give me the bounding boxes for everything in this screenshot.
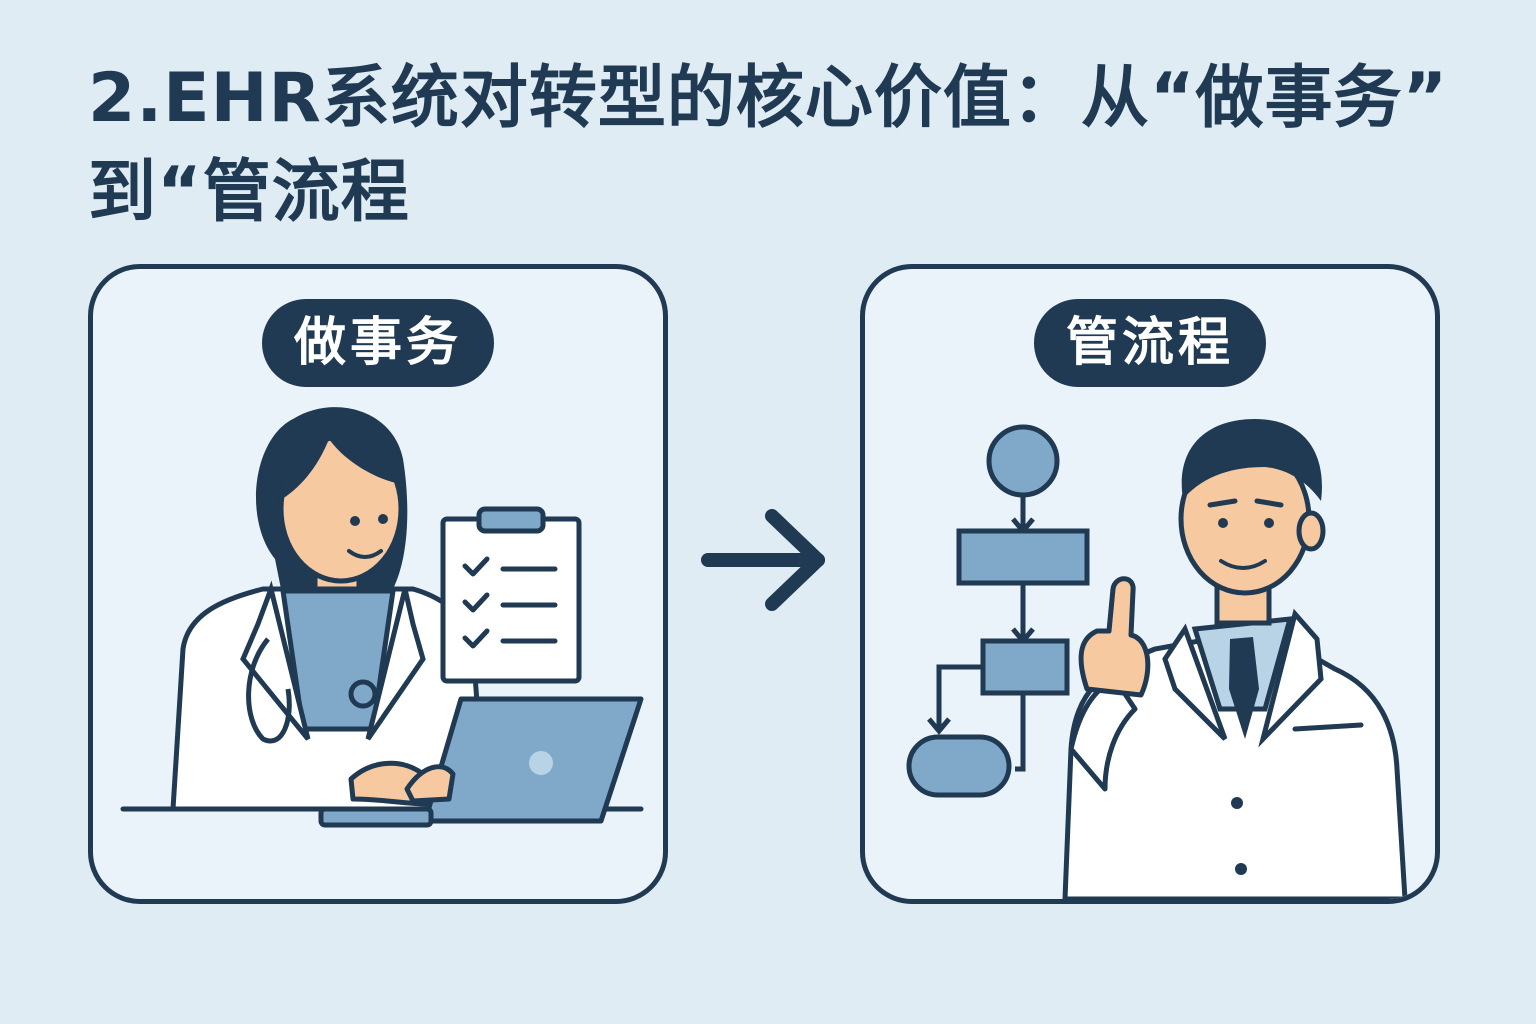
lapel — [1162, 623, 1228, 741]
laptop-logo — [529, 751, 553, 775]
sleeve — [1068, 676, 1138, 792]
hair — [1181, 419, 1322, 501]
checklist-icon — [462, 556, 558, 649]
title-line-2: 到“管流程 — [88, 153, 410, 232]
laptop-base — [318, 806, 434, 828]
tie — [1229, 637, 1259, 739]
flowchart-step — [980, 638, 1070, 696]
panel-do-tasks: 做事务 — [88, 264, 668, 904]
smile — [1219, 559, 1267, 570]
flowchart-start — [986, 424, 1060, 498]
flowchart-end — [906, 734, 1012, 798]
doctor-at-laptop-illustration — [120, 407, 644, 828]
flowchart-icon — [906, 424, 1090, 798]
eye — [1218, 518, 1228, 528]
page-title: 2.EHR系统对转型的核心价值：从“做事务” 到“管流程 — [88, 52, 1468, 240]
label-manage-process: 管流程 — [1033, 299, 1267, 387]
coat-pocket — [1292, 722, 1364, 732]
flowchart-step — [956, 528, 1090, 586]
clipboard-clip — [476, 506, 546, 534]
pointing-hand-icon — [1078, 576, 1151, 698]
stethoscope-tube — [246, 637, 292, 744]
coat-button — [1235, 863, 1247, 875]
lapel — [1258, 608, 1324, 748]
smile — [347, 549, 383, 559]
ear — [1296, 510, 1326, 552]
eyebrow — [1254, 498, 1284, 508]
lapel — [365, 588, 426, 741]
label-do-tasks: 做事务 — [261, 299, 495, 387]
hand — [404, 764, 456, 804]
arrow-right-icon — [701, 509, 825, 611]
doctor-with-flowchart-illustration — [906, 419, 1408, 899]
eye — [1264, 518, 1274, 528]
title-line-1: 2.EHR系统对转型的核心价值：从“做事务” — [88, 59, 1449, 138]
eye — [378, 514, 388, 524]
eye — [350, 516, 360, 526]
stethoscope-icon — [348, 679, 378, 709]
coat-button — [1231, 797, 1243, 809]
eyebrow — [1207, 498, 1238, 508]
clipboard-icon — [440, 516, 582, 684]
bangs — [279, 427, 401, 501]
panel-manage-process: 管流程 — [860, 264, 1440, 904]
